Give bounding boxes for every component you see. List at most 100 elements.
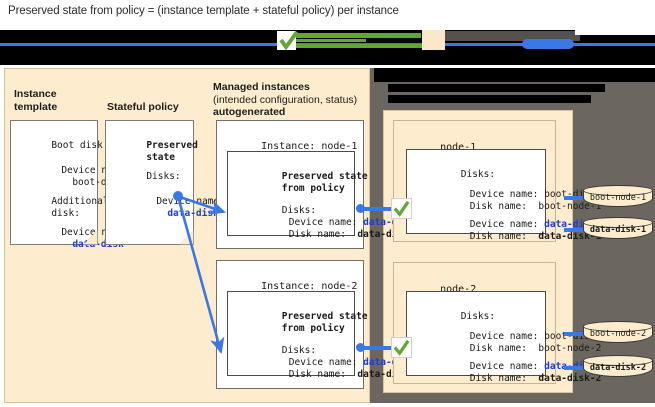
connector-dot-node-1 [356,204,365,213]
status-check-badge-node-1[interactable] [391,198,412,219]
page-title: Preserved state from policy = (instance … [8,5,399,17]
stateful-policy-disks-label: Disks: [146,170,181,182]
actual-node-2-boot-disk-name-value: boot-node-2 [538,342,602,354]
actual-node-1-boot-disk-name-label: Disk name: [469,200,527,212]
actual-node-2-boot-device-name-label: Device name: [469,330,539,342]
status-check-badge-node-2[interactable] [391,337,412,358]
preserved-state-device-name-label-node-2: Device name: [288,356,358,368]
cylinder-top [583,321,653,332]
actual-node-2-boot-disk-name-label: Disk name: [469,342,527,354]
connector-line-node-2 [363,346,391,350]
additional-disk-label-line2: disk: [51,207,80,219]
actual-node-2-disks-label: Disks: [460,310,496,322]
heading-managed-instances-line1: Managed instances [213,81,310,93]
preserved-state-title-line1-node-2: Preserved state [281,310,368,322]
preserved-state-disks-label-node-1: Disks: [281,204,317,216]
preserved-state-box-node-2: Preserved state from policy Disks: Devic… [227,291,420,380]
actual-node-1-disks-box: Disks: Device name: boot-disk Disk name:… [406,149,601,242]
disk-connector-data-disk-1 [564,228,588,232]
disk-connector-data-disk-2 [564,366,588,370]
legend-green-swatch-1 [296,33,421,38]
actual-node-1-data-disk-name-label: Disk name: [469,230,527,242]
persistent-disk-boot-node-2: boot-node-2 [583,321,655,345]
actual-node-1-panel: node-1 Disks: Device name: boot-disk Dis… [393,120,601,242]
disk-connector-boot-node-1 [564,196,588,200]
actual-node-1-boot-device-name-value: boot-disk [544,188,596,200]
legend-green-check-icon [279,31,299,51]
redaction-bar-heading-2 [388,95,591,103]
cylinder-top [583,355,653,366]
card-fold [180,231,193,244]
actual-node-1-data-device-name-label: Device name: [469,218,539,230]
persistent-disk-label: boot-node-1 [589,193,647,203]
preserved-state-disk-name-value-node-1: data-disk-1 [357,228,421,240]
actual-node-1-data-disk-name-value: data-disk-1 [538,230,602,242]
preserved-state-title-line1-node-1: Preserved state [281,170,368,182]
cylinder-top [583,185,653,196]
stateful-policy-device-name-value: data-disk [167,207,219,219]
preserved-state-title-line2-node-1: from policy [281,182,345,194]
stateful-policy-card: Preserved state Disks: Device name: data… [105,120,225,245]
actual-node-1-boot-disk-name-value: boot-node-1 [538,200,602,212]
legend-green-swatch-2 [290,44,425,48]
heading-instance-template: Instance template [14,88,104,113]
persistent-disk-label: data-disk-2 [589,363,647,373]
actual-node-2-disks-box: Disks: Device name: boot-disk Disk name:… [406,291,601,384]
legend-redaction-bottom [296,50,486,58]
preserved-state-disk-name-label-node-1: Disk name: [288,228,346,240]
connector-dot-node-2 [356,343,365,352]
actual-node-1-disks-label: Disks: [460,168,496,180]
heading-stateful-policy-text: Stateful policy [107,101,179,113]
actual-node-2-data-disk-name-label: Disk name: [469,372,527,384]
heading-instance-template-line2: template [14,100,58,113]
actual-node-2-boot-device-name-value: boot-disk [544,330,596,342]
green-check-icon [393,200,410,217]
preserved-state-device-name-value-node-1: data-disk [363,216,415,228]
redaction-bar-heading-1 [388,84,605,92]
legend-green-swatch-3 [296,39,366,42]
actual-node-1-title: node-1 [440,141,477,153]
preserved-state-disk-name-label-node-2: Disk name: [288,368,346,380]
preserved-state-device-name-label-node-1: Device name: [288,216,358,228]
legend-gray-swatch [445,31,580,41]
heading-managed-instances-line3: autogenerated [213,106,286,118]
actual-node-2-data-disk-name-value: data-disk-2 [538,372,602,384]
additional-device-name-value: data-disk [72,238,124,250]
persistent-disk-data-disk-1: data-disk-1 [583,217,655,241]
additional-disk-label-line1: Additional [51,195,109,207]
managed-instance-node-1: Instance: node-1 Preserved state from po… [216,120,420,249]
actual-node-1-data-device-name-value: data-disk [544,218,596,230]
preserved-state-disk-name-value-node-2: data-disk-2 [357,368,421,380]
managed-instance-node-2: Instance: node-2 Preserved state from po… [216,260,420,389]
persistent-disk-boot-node-1: boot-node-1 [583,185,655,209]
heading-instance-template-line1: Instance [14,88,57,100]
preserved-state-device-name-value-node-2: data-disk [363,356,415,368]
heading-managed-instances-line2: (intended configuration, status) [213,93,358,106]
green-check-icon [393,339,410,356]
heading-stateful-policy: Stateful policy [107,101,212,114]
managed-instance-node-1-title: Instance: node-1 [261,140,358,152]
boot-disk-label: Boot disk: [51,139,109,151]
legend-redaction-top [575,30,655,35]
persistent-disk-data-disk-2: data-disk-2 [583,355,655,379]
boot-device-name-value: boot-disk [72,176,124,188]
stateful-policy-title-line1: Preserved [146,139,198,151]
preserved-state-title-line2-node-2: from policy [281,322,345,334]
legend-cream-swatch [422,30,445,52]
card-fold [84,231,97,244]
managed-instance-node-2-title: Instance: node-2 [261,280,358,292]
preserved-state-disks-label-node-2: Disks: [281,344,317,356]
persistent-disk-label: boot-node-2 [589,329,647,339]
preserved-state-box-node-1: Preserved state from policy Disks: Devic… [227,151,420,240]
actual-node-2-title: node-2 [440,283,477,295]
stateful-policy-title-line2: state [146,151,175,163]
persistent-disk-label: data-disk-1 [589,225,647,235]
disk-connector-boot-node-2 [564,332,588,336]
legend-blue-swatch [522,39,574,49]
actual-node-2-panel: node-2 Disks: Device name: boot-disk Dis… [393,262,601,384]
heading-managed-instances: Managed instances (intended configuratio… [213,81,368,119]
connector-line-node-1 [363,207,391,211]
redaction-bar-top [374,68,655,82]
instance-template-card: Boot disk: Device name: boot-disk Additi… [10,120,130,250]
